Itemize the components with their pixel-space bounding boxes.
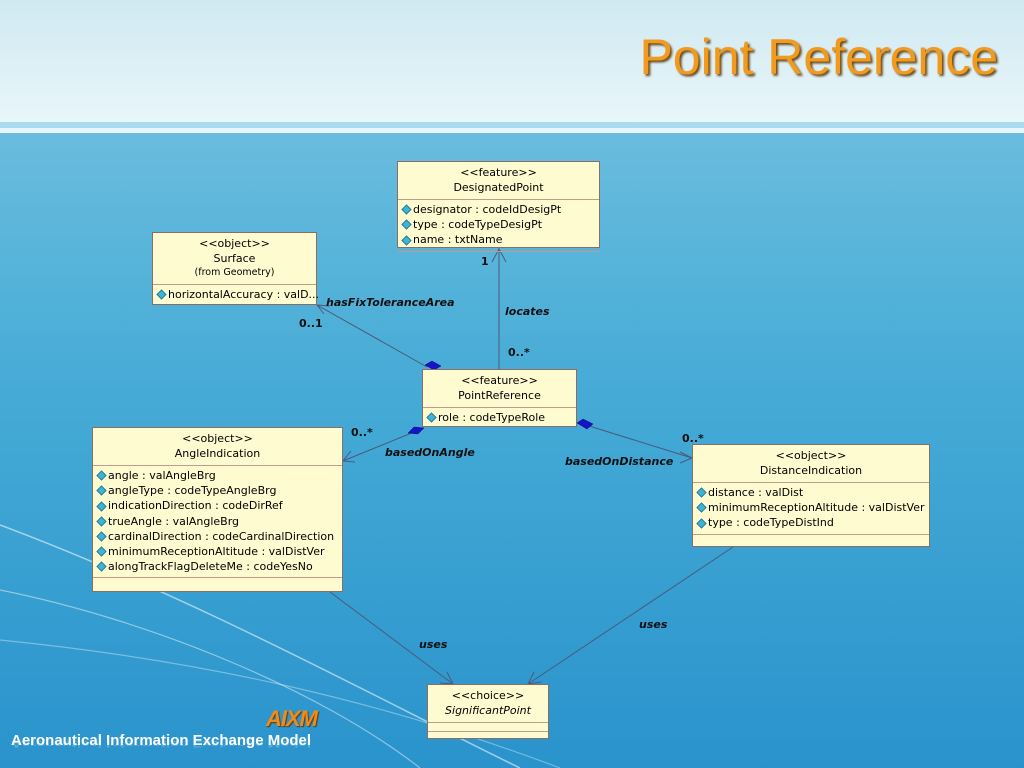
attribute: distance : valDist	[696, 485, 927, 500]
based-on-angle-line	[342, 431, 415, 462]
stereotype: <<choice>>	[451, 689, 525, 702]
tagline: Aeronautical Information Exchange Model	[11, 732, 312, 749]
class-header: <<feature>> PointReference	[423, 370, 576, 408]
attribute: alongTrackFlagDeleteMe : codeYesNo	[96, 559, 340, 574]
attribute-icon	[401, 204, 412, 215]
stereotype: <<object>>	[775, 449, 847, 462]
attribute-list: distance : valDist minimumReceptionAltit…	[693, 483, 929, 535]
multiplicity-locates-source: 0..*	[508, 346, 530, 359]
attribute-icon	[96, 470, 107, 481]
class-header: <<object>> DistanceIndication	[693, 445, 929, 483]
attribute-list: angle : valAngleBrg angleType : codeType…	[93, 466, 342, 579]
attribute: minimumReceptionAltitude : valDistVer	[696, 500, 927, 515]
based-on-angle-arrowhead	[342, 450, 356, 463]
class-name: SignificantPoint	[445, 704, 531, 717]
attribute-list: role : codeTypeRole	[423, 408, 576, 428]
attribute-icon	[96, 516, 107, 527]
association-label-has-fix-tolerance-area: hasFixToleranceArea	[326, 296, 455, 309]
multiplicity-distance: 0..*	[682, 432, 704, 445]
based-on-distance-arrowhead	[679, 451, 694, 464]
class-name: AngleIndication	[174, 447, 261, 460]
association-label-based-on-distance: basedOnDistance	[565, 455, 674, 468]
uses-distance-line	[527, 546, 734, 685]
attribute-icon	[696, 502, 707, 513]
attribute: role : codeTypeRole	[426, 410, 574, 425]
attribute: designator : codeIdDesigPt	[401, 202, 597, 217]
association-label-uses-distance: uses	[639, 618, 668, 631]
attribute-list: horizontalAccuracy : valD...	[153, 285, 319, 305]
class-angle-indication[interactable]: <<object>> AngleIndication angle : valAn…	[92, 427, 343, 592]
class-name: DistanceIndication	[759, 464, 863, 477]
attribute: indicationDirection : codeDirRef	[96, 498, 340, 513]
aixm-logo: AIXM	[266, 706, 318, 731]
attribute: type : codeTypeDesigPt	[401, 217, 597, 232]
aggregation-diamond-surface	[424, 360, 442, 371]
association-label-uses-angle: uses	[419, 638, 448, 651]
operation-compartment	[693, 535, 929, 545]
based-on-distance-line	[585, 424, 693, 459]
has-fix-tolerance-area-line	[316, 304, 428, 368]
operation-compartment	[93, 578, 342, 588]
class-surface[interactable]: <<object>> Surface (from Geometry) horiz…	[152, 232, 319, 305]
class-origin: (from Geometry)	[194, 267, 275, 278]
class-header: <<object>> AngleIndication	[93, 428, 342, 466]
attribute: angleType : codeTypeAngleBrg	[96, 483, 340, 498]
attribute: horizontalAccuracy : valD...	[156, 287, 319, 302]
tagline-reflection: Aeronautical Information Exchange Model	[11, 738, 312, 749]
attribute-icon	[96, 485, 107, 496]
uses-angle-line	[329, 591, 454, 685]
attribute-icon	[401, 219, 412, 230]
attribute-compartment	[428, 723, 548, 732]
multiplicity-angle: 0..*	[351, 426, 373, 439]
aggregation-diamond-angle	[407, 426, 425, 435]
stereotype: <<feature>>	[460, 166, 537, 179]
stereotype: <<object>>	[182, 432, 253, 445]
slide-title: Point Reference	[639, 29, 998, 85]
association-label-locates: locates	[505, 305, 550, 318]
attribute-icon	[96, 561, 107, 572]
attribute: name : txtName	[401, 232, 597, 247]
attribute-icon	[96, 546, 107, 557]
attribute-icon	[96, 500, 107, 512]
class-name: DesignatedPoint	[453, 181, 544, 194]
multiplicity-locates-target: 1	[481, 255, 489, 268]
attribute: type : codeTypeDistInd	[696, 515, 927, 530]
class-name: PointReference	[458, 389, 541, 402]
stereotype: <<feature>>	[461, 374, 538, 387]
attribute-icon	[96, 531, 107, 542]
attribute-icon	[156, 289, 167, 300]
attribute: minimumReceptionAltitude : valDistVer	[96, 544, 340, 559]
attribute: angle : valAngleBrg	[96, 468, 340, 483]
attribute-icon	[696, 517, 707, 529]
has-fix-tolerance-area-arrowhead	[315, 304, 331, 315]
attribute: cardinalDirection : codeCardinalDirectio…	[96, 529, 340, 544]
class-significant-point[interactable]: <<choice>> SignificantPoint	[427, 684, 549, 739]
aggregation-diamond-distance	[576, 418, 594, 430]
attribute-icon	[696, 487, 707, 498]
class-distance-indication[interactable]: <<object>> DistanceIndication distance :…	[692, 444, 930, 547]
stereotype: <<object>>	[199, 237, 270, 250]
multiplicity-surface: 0..1	[299, 317, 323, 330]
attribute: trueAngle : valAngleBrg	[96, 514, 340, 529]
class-designated-point[interactable]: <<feature>> DesignatedPoint designator :…	[397, 161, 600, 252]
class-point-reference[interactable]: <<feature>> PointReference role : codeTy…	[422, 369, 577, 427]
class-header: <<object>> Surface (from Geometry)	[153, 233, 316, 285]
class-name: Surface	[213, 252, 256, 265]
attribute-list: designator : codeIdDesigPt type : codeTy…	[398, 200, 599, 252]
attribute-icon	[401, 234, 412, 246]
class-header: <<choice>> SignificantPoint	[428, 685, 548, 723]
attribute-icon	[426, 412, 437, 423]
association-label-based-on-angle: basedOnAngle	[385, 446, 475, 459]
class-header: <<feature>> DesignatedPoint	[398, 162, 599, 200]
locates-arrowhead	[491, 247, 507, 263]
